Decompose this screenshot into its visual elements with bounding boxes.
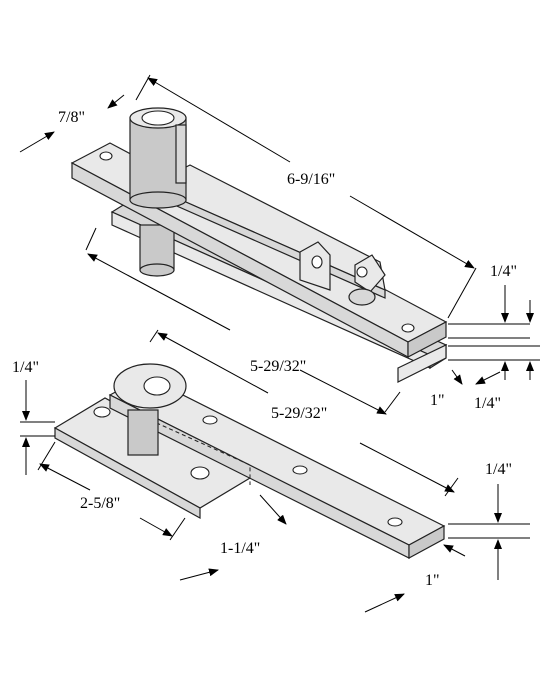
top-plate-hole-left — [99, 151, 113, 161]
dim-thickness-bottom: 1/4" — [448, 345, 540, 412]
top-upper-plate — [70, 142, 448, 358]
dim-bottom-short-label: 2-5/8" — [80, 495, 120, 512]
dim-bottom-length: 5-29/32" — [149, 329, 459, 497]
dim-overall-length: 6-9/16" — [135, 74, 477, 319]
dim-bottom-thickness-right-label: 1/4" — [485, 461, 512, 478]
bottom-pivot-cup — [113, 363, 187, 456]
dim-thickness-top-label: 1/4" — [490, 263, 517, 280]
dim-plate-label: 5-29/32" — [250, 358, 306, 375]
dim-bottom-thickness-left-label: 1/4" — [12, 359, 39, 376]
dim-thickness-bottom-label: 1/4" — [474, 395, 501, 412]
top-arm-bracket — [299, 241, 386, 306]
dim-end-top-label: 1" — [430, 392, 445, 409]
dim-width-label: 7/8" — [58, 109, 85, 126]
top-spindle — [139, 224, 175, 277]
dim-overall-label: 6-9/16" — [287, 171, 335, 188]
dim-width-top: 7/8" — [19, 94, 125, 153]
top-plate-hole-right — [401, 323, 415, 333]
top-pivot-assembly: 7/8" 6-9/16" 5-29/32" 1/4" — [19, 74, 540, 415]
dim-bottom-offset-label: 1-1/4" — [220, 540, 260, 557]
dim-bottom-thickness-left: 1/4" — [12, 359, 55, 475]
dim-bottom-length-label: 5-29/32" — [271, 405, 327, 422]
top-pivot-pin — [129, 107, 187, 209]
dim-bottom-end: 1" — [364, 544, 466, 613]
bottom-long-plate — [108, 375, 446, 560]
dim-bottom-end-label: 1" — [425, 572, 440, 589]
bottom-pivot-plate: 1/4" 5-29/32" 1/4" 2-5/8" 1-1/4" — [12, 329, 530, 613]
dim-plate-length: 5-29/32" — [85, 227, 401, 415]
dim-thickness-top: 1/4" — [448, 263, 534, 339]
dim-bottom-offset: 1-1/4" — [179, 494, 287, 581]
dim-bottom-short: 2-5/8" — [37, 441, 186, 541]
dim-end-top: 1" — [430, 369, 501, 409]
dim-bottom-thickness-right: 1/4" — [448, 461, 530, 580]
